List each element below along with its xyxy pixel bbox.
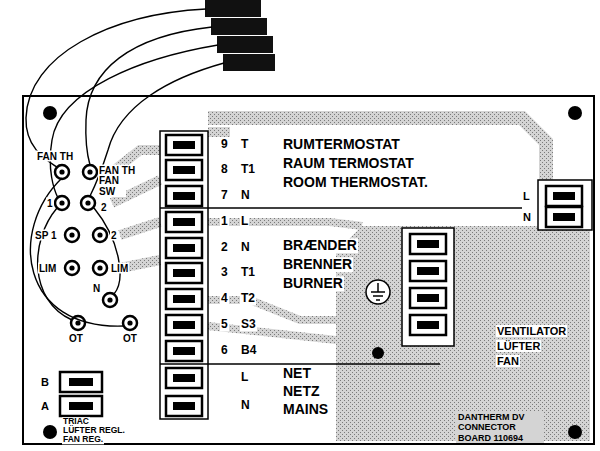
terminal-number: 9 [220, 138, 229, 151]
terminal-number: 5 [220, 318, 229, 331]
connector-label: L [522, 190, 531, 202]
section-heading: BRENNER [282, 257, 353, 272]
terminal-number: 3 [220, 266, 229, 279]
pad-label: OT [122, 333, 138, 344]
mounting-hole [43, 106, 582, 439]
section-heading: VENTILATOR [496, 325, 567, 337]
terminal-label: S3 [240, 318, 257, 331]
terminal-number: 1 [220, 215, 229, 228]
pad-label: 1 [46, 198, 54, 209]
terminal-label: N [240, 399, 251, 412]
section-heading: LÜFTER [496, 340, 541, 352]
wire-plug [205, 0, 275, 71]
section-heading: RUMTERMOSTAT [282, 137, 401, 152]
solder-pad [55, 165, 137, 330]
fan-connector [538, 180, 592, 230]
board-name: DANTHERM DV CONNECTOR BOARD 110694 [456, 412, 544, 443]
wire [26, 9, 224, 326]
section-heading: FAN [496, 355, 520, 367]
pad-label: FAN TH [36, 151, 74, 162]
pad-label: FAN SW [98, 175, 126, 197]
earth-symbol [366, 280, 390, 304]
terminal-label: N [240, 189, 251, 202]
pad-label: LIM [38, 263, 57, 274]
terminal-label: T2 [240, 292, 256, 305]
pad-label: SP 1 [34, 230, 58, 241]
terminal-label: T [240, 138, 249, 151]
terminal-number: 2 [220, 241, 229, 254]
terminal-number: 8 [220, 163, 229, 176]
terminal-strip [160, 131, 522, 419]
connector-caption: FAN REG. [62, 435, 104, 444]
section-heading: BURNER [282, 276, 344, 291]
terminal-number: 4 [220, 292, 229, 305]
terminal-label: B4 [240, 344, 257, 357]
section-heading: MAINS [282, 402, 329, 417]
pad-label: N [92, 283, 101, 294]
section-heading: BRÆNDER [282, 238, 358, 253]
terminal-label: L [240, 215, 249, 228]
terminal-label: N [240, 241, 251, 254]
terminal-label: T1 [240, 163, 256, 176]
pad-label: FAN TH [98, 165, 136, 176]
connector-label: A [40, 400, 50, 412]
pad-label: LIM [110, 263, 129, 274]
terminal-label: T1 [240, 266, 256, 279]
pad-label: 2 [110, 230, 118, 241]
pad-label: 2 [100, 202, 108, 213]
connector-caption: LÜFTER REGL. [62, 426, 126, 435]
earth-connector [402, 228, 454, 346]
triac-connector [60, 372, 102, 416]
section-heading: NETZ [282, 384, 321, 399]
connector-caption: TRIAC [62, 417, 90, 426]
connector-label: N [522, 211, 532, 223]
section-heading: ROOM THERMOSTAT. [282, 175, 429, 190]
terminal-label: L [240, 371, 249, 384]
section-heading: NET [282, 366, 312, 381]
connector-label: B [40, 376, 50, 388]
copper-traces [112, 118, 590, 441]
terminal-number: 6 [220, 344, 229, 357]
section-heading: RAUM TERMOSTAT [282, 156, 415, 171]
pad-label: OT [68, 333, 84, 344]
terminal-number: 7 [220, 189, 229, 202]
